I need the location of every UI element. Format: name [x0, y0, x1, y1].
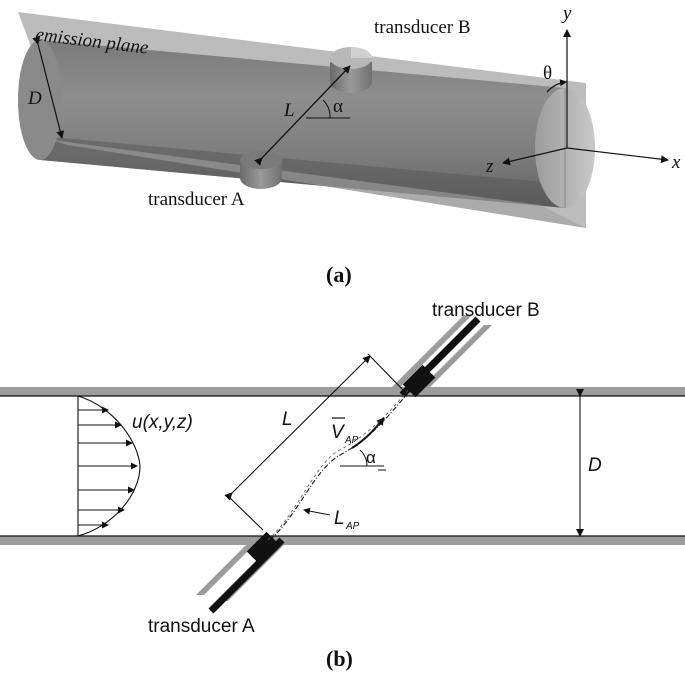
velocity-arrow	[351, 417, 385, 449]
alpha-label-b: α	[366, 448, 376, 467]
caption-a: (a)	[326, 262, 352, 287]
transducer-b-housing	[392, 315, 492, 398]
alpha-label-a: α	[333, 96, 343, 117]
panel-a: emission plane transducer B transducer A…	[18, 3, 681, 287]
path-leader	[303, 507, 331, 516]
length-label-a: L	[283, 100, 295, 121]
svg-text:AP: AP	[345, 521, 360, 532]
transducer-a-label-b: transducer A	[148, 616, 255, 637]
caption-b: (b)	[326, 646, 353, 671]
transducer-a-housing	[196, 531, 285, 614]
pipe-bottom-wall	[0, 536, 685, 545]
pipe-top-wall	[0, 387, 685, 396]
coordinate-axes	[502, 29, 669, 166]
transducer-b-label-b: transducer B	[432, 300, 540, 321]
velocity-profile-label: u(x,y,z)	[132, 412, 193, 433]
svg-text:AP: AP	[344, 435, 359, 446]
axis-y-label: y	[561, 3, 572, 24]
path-length-label: L AP	[334, 508, 360, 532]
theta-label: θ	[543, 63, 552, 84]
length-label-b: L	[282, 409, 293, 430]
svg-text:L: L	[334, 508, 345, 529]
diameter-label-b: D	[588, 455, 602, 476]
emission-plane-front	[52, 140, 586, 228]
transducer-b-label-a: transducer B	[374, 17, 471, 38]
panel-b: transducer B transducer A u(x,y,z) L D α…	[0, 300, 685, 671]
velocity-profile	[77, 395, 141, 537]
svg-text:V: V	[331, 422, 346, 443]
diameter-arrow-a	[32, 36, 65, 139]
length-dimension	[224, 353, 406, 531]
transducer-b-3d	[330, 47, 372, 93]
axis-x-label: x	[671, 152, 681, 173]
pipe-lower-shade	[40, 136, 565, 208]
transducer-a-label-a: transducer A	[148, 189, 245, 210]
transducer-a-3d	[240, 151, 282, 189]
axis-z-label: z	[485, 156, 494, 177]
velocity-label: V AP	[331, 417, 359, 446]
diameter-label-a: D	[27, 88, 42, 109]
path-line-a	[254, 65, 351, 166]
acoustic-path	[269, 387, 413, 541]
